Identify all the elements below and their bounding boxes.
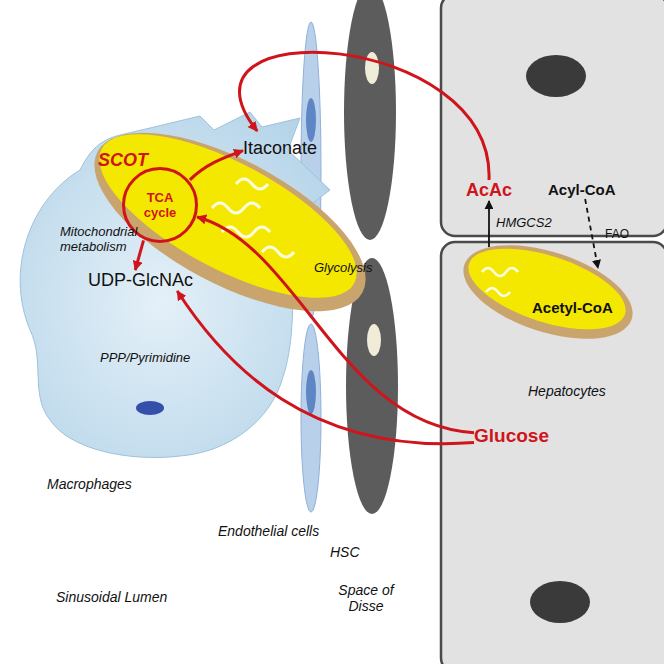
crista: [482, 268, 518, 276]
hepatocyte-mitochondrion: Acetyl-CoA: [462, 245, 635, 339]
hsc-nucleus: [367, 324, 381, 356]
region-label: Endothelial cells: [218, 523, 319, 539]
mitochondrion-membrane: [68, 97, 391, 347]
region-label: Hepatocytes: [528, 383, 606, 399]
node-text: UDP-GlcNAc: [88, 270, 193, 291]
hepatocyte-cell: [441, 0, 664, 236]
endothelial-nucleus: [306, 98, 316, 142]
node-text: TCA cycle: [135, 190, 185, 220]
crista: [486, 288, 510, 296]
macrophage-nucleus: [136, 401, 164, 415]
crista: [236, 179, 268, 189]
node-text: Itaconate: [243, 138, 317, 159]
crista: [262, 247, 294, 257]
label-holder: Glycolysis: [314, 258, 373, 276]
metabolite-label: Acyl-CoA: [548, 181, 616, 199]
label-holder: HSC: [330, 543, 360, 561]
node-text: Acetyl-CoA: [532, 299, 613, 316]
region-label: Mitochondrial metabolism: [60, 224, 160, 254]
label-holder: Sinusoidal Lumen: [56, 588, 167, 606]
label-holder: Mitochondrial metabolism: [60, 224, 160, 255]
nucleus: [526, 55, 586, 97]
node-text: AcAc: [466, 180, 512, 201]
label-holder: FAO: [605, 224, 629, 242]
label-holder: PPP/Pyrimidine: [100, 348, 190, 366]
hsc-cell: [344, 0, 396, 240]
metabolite-label: Glucose: [474, 425, 549, 447]
node-text: Macrophages: [47, 476, 132, 492]
label-holder: Space of Disse: [328, 582, 404, 615]
metabolite-label: UDP-GlcNAc: [88, 270, 193, 291]
metabolite-label: Itaconate: [243, 138, 317, 159]
flow-arrow: [488, 201, 490, 247]
crista: [222, 227, 270, 237]
mitochondrion-matrix: [459, 232, 635, 345]
hsc-nucleus: [365, 52, 379, 84]
flow-arrow: [585, 199, 598, 268]
nucleus: [530, 581, 590, 623]
hepatocyte-mitochondrion-outline: [462, 245, 635, 339]
label-holder: HMGCS2: [496, 213, 552, 231]
node-text: SCOT: [98, 150, 148, 171]
edge-label: PPP/Pyrimidine: [100, 350, 190, 365]
label-holder: Endothelial cells: [218, 522, 319, 540]
label-holder: Hepatocytes: [528, 382, 606, 400]
metabolite-label: AcAc: [466, 180, 512, 201]
node-text: Acyl-CoA: [548, 181, 616, 198]
region-label: HSC: [330, 544, 360, 560]
edge-label: FAO: [605, 227, 629, 241]
edge-label: Glycolysis: [314, 260, 373, 275]
mitochondrion-membrane: [452, 227, 644, 357]
crista: [212, 203, 260, 213]
endothelial-nucleus: [306, 370, 316, 414]
edge-label: HMGCS2: [496, 215, 552, 230]
region-label: Sinusoidal Lumen: [56, 589, 167, 605]
region-label: Space of Disse: [328, 582, 404, 614]
macrophage-cell: Macrophages SCOT TCA cycle ItaconateUDP-Glc…: [0, 110, 335, 502]
mitochondrion-matrix: [77, 102, 379, 330]
node-text: Glucose: [474, 425, 549, 447]
